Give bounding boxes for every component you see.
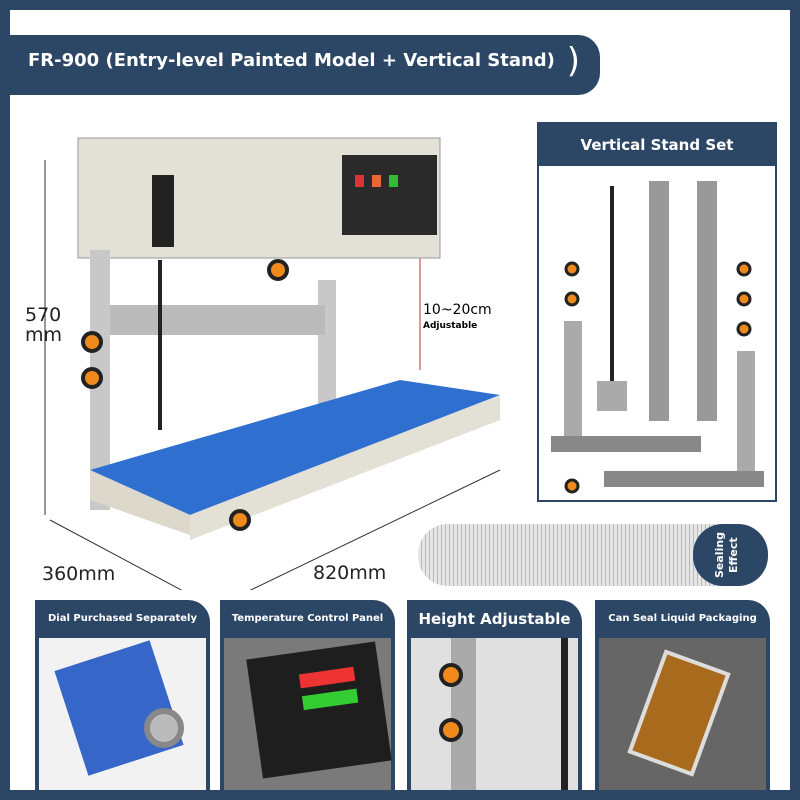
stand-set-panel: Vertical Stand Set bbox=[537, 122, 777, 502]
dial-wheel bbox=[144, 708, 184, 748]
title-bar: FR-900 (Entry-level Painted Model + Vert… bbox=[10, 35, 600, 95]
knob-icon bbox=[439, 663, 463, 687]
temperature-panel-image bbox=[224, 638, 392, 790]
stand-upright bbox=[564, 321, 582, 451]
stand-set-title: Vertical Stand Set bbox=[539, 124, 775, 166]
knob-icon bbox=[736, 291, 752, 307]
knob-icon bbox=[439, 718, 463, 742]
adjust-range: 10~20cm bbox=[423, 302, 492, 318]
sealing-effect-sample: Sealing Effect bbox=[418, 524, 768, 586]
control-panel bbox=[342, 155, 437, 235]
length-dimension: 820mm bbox=[313, 562, 387, 584]
knob-icon bbox=[736, 321, 752, 337]
controller-face bbox=[246, 641, 392, 779]
stand-base bbox=[551, 436, 701, 452]
screw-rod bbox=[561, 638, 568, 790]
liquid-pouch-image bbox=[599, 638, 766, 790]
stand-parts-image bbox=[551, 181, 764, 494]
liquid-pouch bbox=[627, 649, 731, 777]
sealing-effect-label: Sealing Effect bbox=[693, 524, 768, 586]
height-adjust-image bbox=[411, 638, 578, 790]
card-title: Height Adjustable bbox=[418, 610, 571, 628]
red-switch bbox=[355, 175, 364, 187]
card-title: Can Seal Liquid Packaging bbox=[608, 613, 757, 624]
knob-icon bbox=[81, 331, 103, 353]
card-dial: Dial Purchased Separately bbox=[35, 600, 210, 790]
body-slot bbox=[152, 175, 174, 247]
card-title: Dial Purchased Separately bbox=[47, 613, 197, 624]
orange-switch bbox=[372, 175, 381, 187]
length-dim-line bbox=[249, 469, 501, 590]
cross-bar bbox=[110, 305, 325, 335]
sealer-machine-image bbox=[44, 137, 501, 590]
knob-icon bbox=[736, 261, 752, 277]
rod-bracket bbox=[597, 381, 627, 411]
knob-icon bbox=[564, 261, 580, 277]
knob-icon bbox=[229, 509, 251, 531]
stand-base bbox=[604, 471, 764, 487]
adjust-label: Adjustable bbox=[423, 321, 478, 331]
depth-dim-line bbox=[49, 519, 183, 590]
knob-icon bbox=[81, 367, 103, 389]
red-display bbox=[298, 666, 356, 689]
card-liquid: Can Seal Liquid Packaging bbox=[595, 600, 770, 790]
depth-dimension: 360mm bbox=[42, 563, 116, 585]
knob-set bbox=[564, 261, 752, 494]
stand-leg bbox=[649, 181, 669, 421]
stand-leg bbox=[697, 181, 717, 421]
conveyor-belt bbox=[90, 380, 500, 515]
post bbox=[451, 638, 476, 790]
card-title: Temperature Control Panel bbox=[231, 613, 384, 624]
knob-icon bbox=[267, 259, 289, 281]
stand-upright bbox=[737, 351, 755, 486]
card-temperature: Temperature Control Panel bbox=[220, 600, 395, 790]
dial-kit-image bbox=[39, 638, 206, 790]
green-display bbox=[301, 688, 359, 711]
knob-icon bbox=[564, 291, 580, 307]
title-paren: ) bbox=[566, 41, 580, 81]
conveyor-end bbox=[90, 470, 190, 535]
knob-icon bbox=[564, 478, 580, 494]
conveyor-side bbox=[190, 395, 500, 540]
green-switch bbox=[389, 175, 398, 187]
page-title: FR-900 (Entry-level Painted Model + Vert… bbox=[28, 50, 555, 71]
height-dimension: 570 mm bbox=[25, 304, 63, 346]
card-height: Height Adjustable bbox=[407, 600, 582, 790]
